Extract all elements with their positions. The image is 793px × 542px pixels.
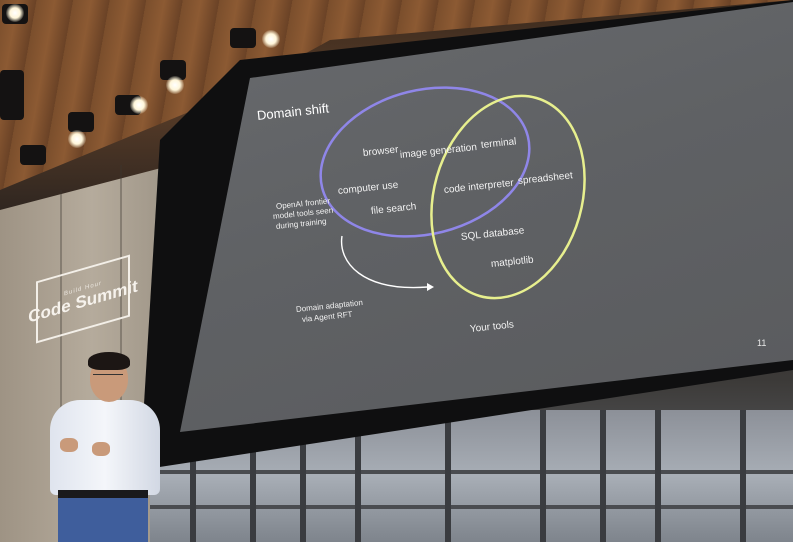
presenter xyxy=(30,350,160,542)
presenter-pants xyxy=(58,498,148,542)
stage-light xyxy=(262,30,280,48)
presenter-glasses xyxy=(93,374,123,381)
window-mullion xyxy=(655,410,661,542)
window-mullion xyxy=(740,410,746,542)
speaker-box xyxy=(0,70,24,120)
window-mullion xyxy=(445,410,451,542)
wall-seam xyxy=(60,190,62,490)
presenter-right-hand xyxy=(92,442,110,456)
presenter-belt xyxy=(58,490,148,498)
window-transom xyxy=(150,470,793,474)
window-mullion xyxy=(300,410,306,542)
presenter-left-hand xyxy=(60,438,78,452)
window-mullion xyxy=(600,410,606,542)
stage-light xyxy=(68,130,86,148)
stage-light xyxy=(6,4,24,22)
window-mullion xyxy=(355,410,361,542)
window-mullion xyxy=(190,410,196,542)
right-tool-set-ellipse xyxy=(430,94,586,300)
slide-page-number: 11 xyxy=(757,338,767,348)
domain-adaptation-arrow xyxy=(340,235,429,289)
window-transom xyxy=(150,505,793,509)
wall-seam xyxy=(120,165,122,465)
stage-light xyxy=(166,76,184,94)
stage-light-fixture xyxy=(20,145,46,165)
presenter-hair xyxy=(88,352,130,370)
stage-light-fixture xyxy=(160,60,186,80)
window-mullion xyxy=(250,410,256,542)
arrow-head xyxy=(427,283,434,291)
left-tool-set-ellipse xyxy=(319,86,531,238)
stage-light xyxy=(130,96,148,114)
window-mullion xyxy=(540,410,546,542)
stage-light-fixture xyxy=(230,28,256,48)
stage-light-fixture xyxy=(68,112,94,132)
